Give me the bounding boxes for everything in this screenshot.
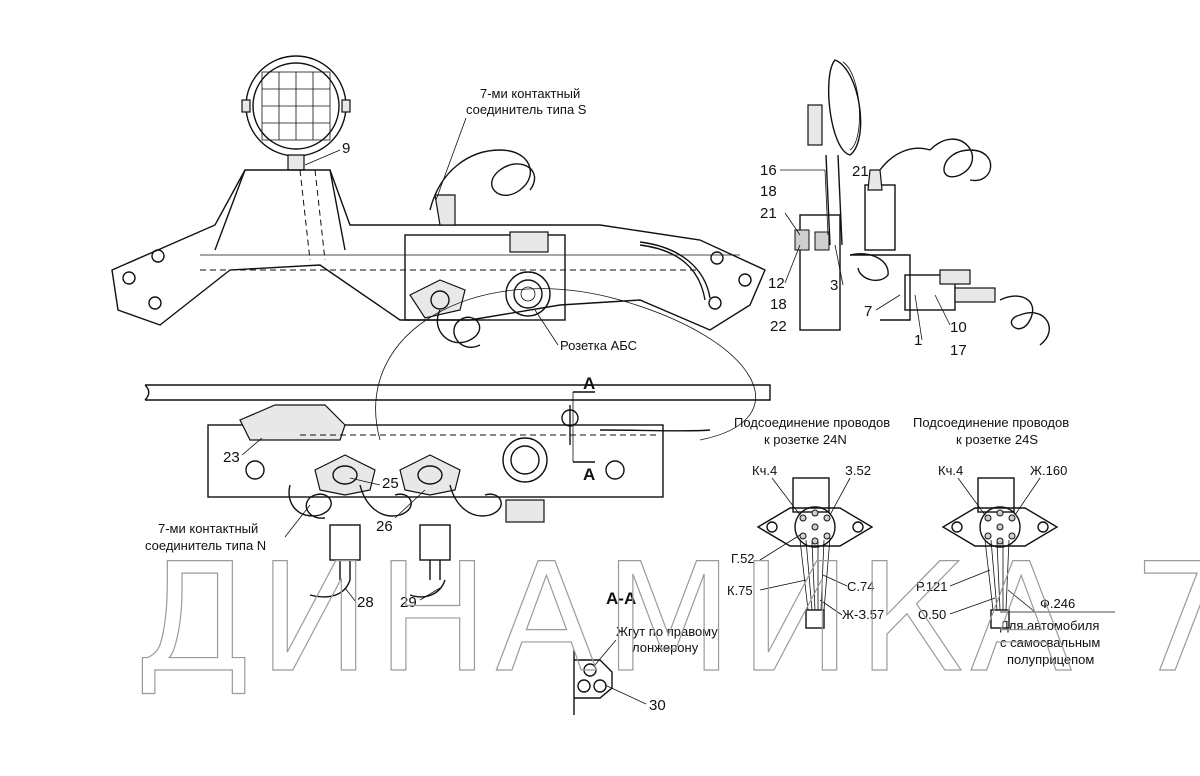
socket-24s-note-line2: с самосвальным (1000, 635, 1100, 650)
connector-s-caption-line1: 7-ми контактный (480, 86, 580, 101)
section-aa-drawing (573, 650, 613, 715)
section-mark-top: А (583, 374, 595, 393)
wire-zh160: Ж.160 (1030, 463, 1067, 478)
bottom-frame-assembly (144, 288, 771, 598)
callout-22: 22 (770, 318, 787, 335)
wire-zh-z57: Ж-З.57 (842, 607, 884, 622)
harness-caption-line2: лонжерону (632, 640, 699, 655)
socket-24n-drawing (756, 477, 874, 629)
wire-s74: С.74 (847, 579, 874, 594)
side-view-callouts: 16 18 21 21 12 3 18 22 7 1 10 17 (760, 162, 967, 359)
wire-o50: О.50 (918, 607, 946, 622)
callout-3: 3 (830, 277, 838, 294)
watermark: ДИНАМИКА 76 (135, 532, 1200, 706)
socket-24s-note-line1: Для автомобиля (1000, 618, 1099, 633)
callout-26: 26 (376, 518, 393, 535)
wire-k75: К.75 (727, 583, 753, 598)
callout-18b: 18 (770, 296, 787, 313)
callout-30: 30 (649, 697, 666, 714)
connector-n-caption-line2: соединитель типа N (145, 538, 266, 553)
callout-21b: 21 (852, 163, 869, 180)
abs-socket-label: Розетка АБС (560, 338, 637, 353)
callout-25: 25 (382, 475, 399, 492)
callout-29: 29 (400, 594, 417, 611)
socket-24n-caption-line1: Подсоединение проводов (734, 415, 890, 430)
wire-kch4-24s: Кч.4 (938, 463, 963, 478)
callout-18a: 18 (760, 183, 777, 200)
callout-17: 17 (950, 342, 967, 359)
callout-1: 1 (914, 332, 922, 349)
callout-7: 7 (864, 303, 872, 320)
callout-21a: 21 (760, 205, 777, 222)
wire-r121: Р.121 (916, 579, 948, 594)
callout-23: 23 (223, 449, 240, 466)
callout-16: 16 (760, 162, 777, 179)
work-lamp (241, 55, 351, 171)
section-aa-title: А-А (606, 589, 636, 608)
socket-24s-caption-line1: Подсоединение проводов (913, 415, 1069, 430)
section-mark-bottom: А (583, 465, 595, 484)
wire-z52: З.52 (845, 463, 871, 478)
connector-n-caption-line1: 7-ми контактный (158, 521, 258, 536)
socket-24s-note-line3: полуприцепом (1007, 652, 1094, 667)
side-view-assembly (794, 59, 1050, 346)
wire-kch4-24n: Кч.4 (752, 463, 777, 478)
harness-caption-line1: Жгут по правому (616, 624, 718, 639)
callout-12: 12 (768, 275, 785, 292)
socket-24s-caption-line2: к розетке 24S (956, 432, 1038, 447)
wire-f246: Ф.246 (1040, 596, 1075, 611)
callout-28: 28 (357, 594, 374, 611)
callout-9: 9 (342, 140, 350, 157)
wire-g52: Г.52 (731, 551, 755, 566)
callout-10: 10 (950, 319, 967, 336)
top-frame-assembly (111, 55, 766, 348)
connector-s-caption-line2: соединитель типа S (466, 102, 587, 117)
socket-24n-caption-line2: к розетке 24N (764, 432, 847, 447)
socket-24s-drawing (941, 477, 1059, 629)
